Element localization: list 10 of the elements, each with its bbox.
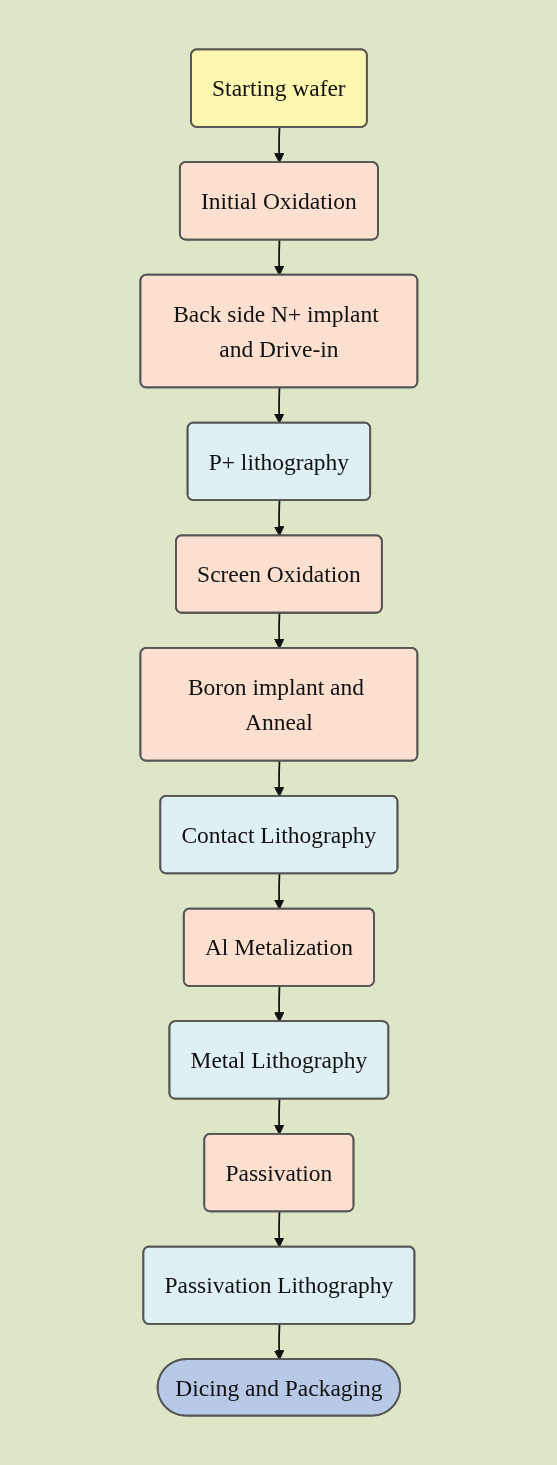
arrow <box>273 760 284 797</box>
arrow <box>273 387 284 424</box>
arrow <box>273 1323 284 1361</box>
arrow <box>273 873 284 910</box>
arrow <box>273 239 284 276</box>
arrow <box>273 499 284 537</box>
arrow <box>273 1098 284 1135</box>
arrow <box>273 1211 284 1248</box>
arrow <box>273 126 284 164</box>
arrow <box>273 985 284 1023</box>
